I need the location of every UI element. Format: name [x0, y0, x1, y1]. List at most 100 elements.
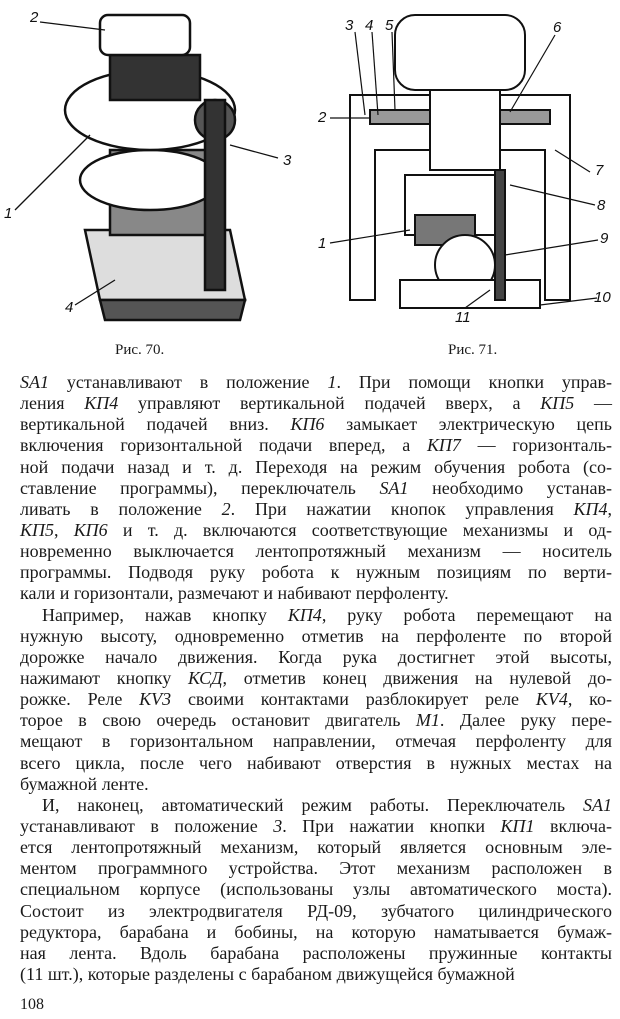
text-segment: ,	[607, 498, 612, 519]
text-segment: (11 шт.), которые разделены с барабаном …	[20, 963, 515, 984]
fig71-label-1: 1	[318, 235, 326, 252]
text-segment: Например, нажав кнопку	[42, 604, 288, 625]
text-line: ливать в положение 2. При нажатии кнопок…	[20, 499, 612, 520]
text-line: ставление программы), переключатель SA1 …	[20, 478, 612, 499]
text-segment: устанавливают в положение	[20, 815, 274, 836]
fig71-label-4: 4	[365, 17, 373, 34]
text-segment: ется лентопротяжный механизм, который яв…	[20, 837, 612, 858]
text-line: специальном корпусе (использованы узлы а…	[20, 879, 612, 900]
text-segment: , отметив конец движения на нулевой до-	[222, 667, 612, 688]
fig71-label-11: 11	[455, 309, 471, 326]
text-segment: ления	[20, 393, 85, 414]
text-line: Например, нажав кнопку КП4, руку робота …	[20, 605, 612, 626]
text-line: ется лентопротяжный механизм, который яв…	[20, 837, 612, 858]
text-segment: ная лента. Вдоль барабана расположены пр…	[20, 942, 612, 963]
fig71-label-8: 8	[597, 197, 606, 214]
italic-term: SA1	[379, 477, 409, 498]
italic-term: КП5	[540, 393, 575, 414]
text-segment: мещают в горизонтальном направлении, отм…	[20, 731, 612, 752]
text-segment: замыкает электрическую цепь	[324, 414, 612, 435]
text-segment: устанавливают в положение	[49, 372, 328, 392]
text-segment: своими контактами разблокирует реле	[171, 689, 536, 710]
italic-term: КП4	[84, 393, 119, 414]
italic-term: КП6	[73, 519, 108, 540]
text-line: Состоит из электродвигателя РД-09, зубча…	[20, 901, 612, 922]
text-line: рожке. Реле KV3 своими контактами разбло…	[20, 689, 612, 710]
text-line: ная лента. Вдоль барабана расположены пр…	[20, 943, 612, 964]
fig71-label-5: 5	[385, 17, 394, 34]
text-line: кали и горизонтали, размечают и набивают…	[20, 583, 612, 604]
italic-term: KV4	[535, 689, 568, 710]
text-line: КП5, КП6 и т. д. включаются соответствую…	[20, 520, 612, 541]
text-line: (11 шт.), которые разделены с барабаном …	[20, 964, 612, 985]
text-segment: нужную высоту, одновременно отметив на п…	[20, 625, 612, 646]
italic-term: КП7	[426, 435, 461, 456]
text-segment: включения горизонтальной подачи вперед, …	[20, 435, 427, 456]
text-segment: Состоит из электродвигателя РД-09, зубча…	[20, 900, 612, 921]
figure-71-caption: Рис. 71.	[448, 342, 498, 358]
text-segment: ной подачи назад и т. д. Переходя на реж…	[20, 456, 612, 477]
fig70-label-3: 3	[283, 152, 292, 169]
text-line: мещают в горизонтальном направлении, отм…	[20, 731, 612, 752]
text-segment: и т. д. включаются соответствующие механ…	[107, 519, 613, 540]
text-line: новременно выключается лентопротяжный ме…	[20, 541, 612, 562]
text-line: И, наконец, автоматический режим работы.…	[20, 795, 612, 816]
text-line: программы. Подводя руку робота к нужным …	[20, 562, 612, 583]
text-segment: редуктора, барабана и бобины, на которую…	[20, 921, 612, 942]
text-line: редуктора, барабана и бобины, на которую…	[20, 922, 612, 943]
figure-70-robot-illustration: 2 1 3 4	[4, 9, 292, 322]
text-segment: ставление программы), переключатель	[20, 477, 380, 498]
page-number: 108	[20, 996, 44, 1013]
italic-term: 1	[327, 372, 337, 392]
text-line: ментом программного устройства. Этот мех…	[20, 858, 612, 879]
text-line: бумажной ленте.	[20, 774, 612, 795]
italic-term: КСД	[187, 667, 223, 688]
text-segment: — горизонталь-	[460, 435, 613, 456]
text-segment: специальном корпусе (использованы узлы а…	[20, 879, 612, 900]
text-line: вертикальной подачей вниз. КП6 замыкает …	[20, 414, 612, 435]
text-line: устанавливают в положение 3. При нажатии…	[20, 816, 612, 837]
body-text: SA1 устанавливают в положение 1. При пом…	[20, 372, 612, 985]
text-segment: новременно выключается лентопротяжный ме…	[20, 541, 612, 562]
text-line: включения горизонтальной подачи вперед, …	[20, 435, 612, 456]
fig70-label-1: 1	[4, 205, 12, 222]
italic-term: КП4	[287, 604, 322, 625]
fig71-label-7: 7	[595, 162, 604, 179]
italic-term: КП4	[573, 498, 608, 519]
text-segment: . При нажатии кнопки	[282, 815, 501, 836]
figure-70-caption: Рис. 70.	[115, 342, 165, 358]
text-segment: ,	[53, 519, 74, 540]
text-segment: дорожке начало движения. Когда рука дост…	[20, 646, 612, 667]
fig70-label-2: 2	[29, 9, 39, 26]
text-segment: нажимают кнопку	[20, 667, 188, 688]
italic-term: SA1	[583, 794, 612, 815]
text-segment: кали и горизонтали, размечают и набивают…	[20, 583, 449, 604]
text-segment: ментом программного устройства. Этот мех…	[20, 858, 612, 879]
text-segment: , ко-	[567, 689, 612, 710]
text-segment: ливать в положение	[20, 498, 222, 519]
italic-term: KV3	[139, 689, 172, 710]
text-segment: необходимо устанав-	[408, 477, 612, 498]
text-line: всего цикла, после чего набивают отверст…	[20, 753, 612, 774]
fig71-label-3: 3	[345, 17, 354, 34]
text-segment: всего цикла, после чего набивают отверст…	[20, 752, 612, 773]
figure-71-robot-diagram: 3 4 5 6 2 7 8 1 9 10 11	[317, 14, 611, 326]
fig71-label-10: 10	[594, 289, 611, 306]
text-line: торое в свою очередь остановит двигатель…	[20, 710, 612, 731]
italic-term: М1	[415, 710, 440, 731]
italic-term: SA1	[20, 372, 49, 392]
italic-term: 2	[221, 498, 231, 519]
text-line: нажимают кнопку КСД, отметив конец движе…	[20, 668, 612, 689]
text-segment: . При помощи кнопки управ-	[336, 372, 613, 392]
text-segment: —	[574, 393, 613, 414]
fig70-label-4: 4	[65, 299, 73, 316]
italic-term: КП5	[20, 519, 54, 540]
text-segment: . Далее руку пере-	[439, 710, 613, 731]
text-line: дорожке начало движения. Когда рука дост…	[20, 647, 612, 668]
fig71-label-6: 6	[553, 19, 562, 36]
fig71-label-9: 9	[600, 230, 609, 247]
italic-term: КП1	[500, 815, 535, 836]
text-segment: , руку робота перемещают на	[321, 604, 612, 625]
text-segment: программы. Подводя руку робота к нужным …	[20, 562, 612, 583]
text-segment: . При нажатии кнопок управления	[230, 498, 574, 519]
